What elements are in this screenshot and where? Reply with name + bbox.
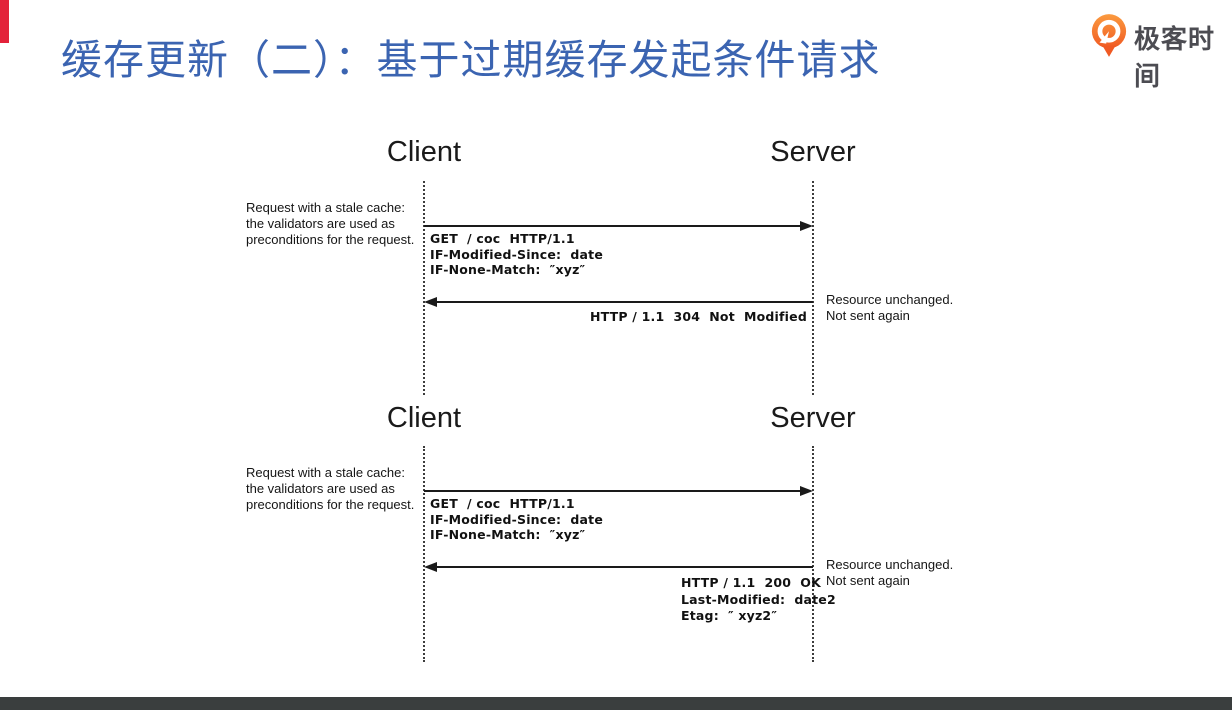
footer-bar bbox=[0, 697, 1232, 710]
client-lifeline bbox=[423, 446, 425, 662]
geektime-pin-icon bbox=[1090, 13, 1128, 59]
request-arrowhead-icon bbox=[800, 486, 813, 496]
server-label: Server bbox=[770, 402, 856, 434]
request-message: GET / coc HTTP/1.1 IF-Modified-Since: da… bbox=[430, 231, 604, 277]
stale-cache-note: Request with a stale cache: the validato… bbox=[246, 200, 415, 247]
red-accent-bar bbox=[0, 0, 9, 43]
client-label: Client bbox=[386, 136, 462, 168]
response-message: HTTP / 1.1 200 OK Last-Modified: date2 E… bbox=[681, 575, 836, 623]
request-arrowhead-icon bbox=[800, 221, 813, 231]
stale-cache-note: Request with a stale cache: the validato… bbox=[246, 465, 415, 512]
response-arrow bbox=[436, 566, 813, 568]
client-lifeline bbox=[423, 181, 425, 395]
response-arrowhead-icon bbox=[424, 562, 437, 572]
response-arrow bbox=[436, 301, 813, 303]
server-label: Server bbox=[770, 136, 856, 168]
server-lifeline bbox=[812, 446, 814, 662]
response-message: HTTP / 1.1 304 Not Modified bbox=[589, 309, 807, 324]
resource-unchanged-note: Resource unchanged. Not sent again bbox=[826, 557, 954, 588]
client-label: Client bbox=[386, 402, 462, 434]
response-arrowhead-icon bbox=[424, 297, 437, 307]
request-arrow bbox=[424, 225, 804, 227]
brand-logo: 极客时间 bbox=[1090, 13, 1232, 93]
resource-unchanged-note: Resource unchanged. Not sent again bbox=[826, 292, 954, 323]
request-arrow bbox=[424, 490, 804, 492]
request-message: GET / coc HTTP/1.1 IF-Modified-Since: da… bbox=[430, 496, 604, 542]
brand-name: 极客时间 bbox=[1134, 24, 1216, 91]
server-lifeline bbox=[812, 181, 814, 395]
page-title: 缓存更新（二）：基于过期缓存发起条件请求 bbox=[61, 37, 881, 83]
